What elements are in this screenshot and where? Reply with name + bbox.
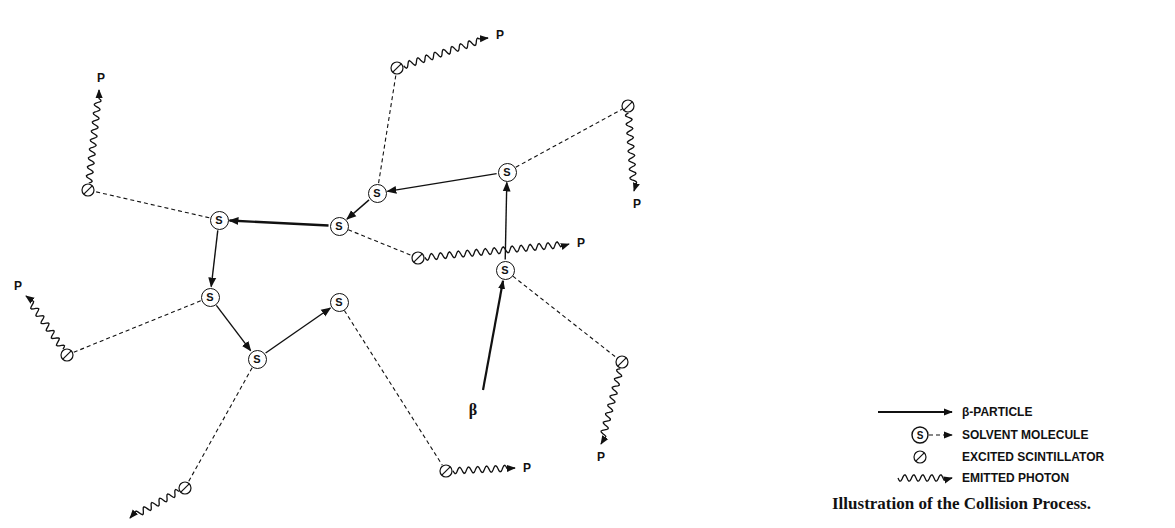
molecule-letter: S (335, 296, 342, 308)
scintillator-symbol (82, 184, 94, 196)
energy-transfer-line (516, 109, 622, 167)
solvent-molecule: S (498, 163, 517, 182)
energy-transfer-line (344, 310, 442, 465)
photon-wave (86, 90, 101, 183)
scintillator-slash (414, 254, 422, 262)
legend-symbol-text: S (917, 430, 924, 441)
energy-transfer-line (513, 276, 617, 357)
scintillator-slash (618, 358, 626, 366)
photon-wave (601, 369, 622, 444)
legend-photon-wave (898, 475, 952, 481)
scintillator-symbol (622, 100, 634, 112)
molecule-letter: S (335, 220, 342, 232)
legend-text: SOLVENT MOLECULE (962, 427, 1088, 443)
scintillator-slash (393, 64, 401, 72)
scintillator-symbol (914, 451, 926, 463)
legend-beta-arrow (878, 411, 952, 413)
scintillator-slash (916, 453, 924, 461)
photon-label: P (597, 450, 605, 464)
energy-transfer-line (348, 230, 411, 256)
photon-label: P (577, 236, 585, 250)
legend-text: β-PARTICLE (962, 404, 1032, 420)
energy-transfer-line (73, 301, 200, 353)
scintillator-slash (181, 484, 189, 492)
beta-label: β (469, 401, 477, 419)
photon-label: P (496, 28, 504, 42)
photon-label: P (14, 279, 22, 293)
molecule-letter: S (206, 291, 213, 303)
molecule-letter: S (503, 166, 510, 178)
scintillator-slash (84, 186, 92, 194)
photon-label: P (97, 71, 105, 85)
scintillator-symbol (179, 482, 191, 494)
molecule-letter: S (253, 353, 260, 365)
photon-wave (404, 38, 488, 68)
legend-text: EMITTED PHOTON (962, 470, 1069, 486)
beta-particle-path (211, 230, 218, 286)
energy-transfer-line (95, 192, 209, 218)
photon-wave (130, 490, 179, 519)
solvent-molecule: S (201, 288, 220, 307)
scintillator-symbol (616, 356, 628, 368)
beta-particle-track (483, 281, 503, 390)
beta-particle-path (387, 174, 496, 192)
scintillator-slash (442, 467, 450, 475)
solvent-molecule: S (496, 261, 515, 280)
photon-label: P (523, 461, 531, 475)
photon-wave (425, 242, 569, 260)
beta-particle-path (505, 182, 507, 259)
figure-caption: Illustration of the Collision Process. (832, 494, 1091, 514)
energy-transfer-line (188, 368, 252, 482)
solvent-molecule: S (330, 293, 349, 312)
photon-wave (453, 465, 515, 474)
scintillator-symbol (391, 62, 403, 74)
molecule-letter: S (373, 187, 380, 199)
beta-particle-path (229, 221, 328, 226)
beta-particle-path (216, 305, 250, 350)
photon-wave (626, 113, 637, 191)
beta-particle-path (266, 308, 331, 353)
scintillator-slash (624, 102, 632, 110)
scintillator-symbol (440, 465, 452, 477)
legend-dashed-arrow (929, 434, 952, 435)
molecule-letter: S (215, 214, 222, 226)
energy-transfer-line (379, 75, 396, 183)
photon-wave (26, 296, 65, 349)
legend-text: EXCITED SCINTILLATOR (962, 449, 1104, 465)
legend-solvent-circle (912, 427, 928, 443)
molecule-letter: S (501, 264, 508, 276)
solvent-molecule: S (330, 217, 349, 236)
scintillator-slash (63, 351, 71, 359)
beta-particle-path (347, 200, 369, 219)
solvent-molecule: S (368, 184, 387, 203)
photon-label: P (633, 197, 641, 211)
scintillator-symbol (61, 349, 73, 361)
scintillator-symbol (412, 252, 424, 264)
solvent-molecule: S (210, 211, 229, 230)
solvent-molecule: S (248, 350, 267, 369)
